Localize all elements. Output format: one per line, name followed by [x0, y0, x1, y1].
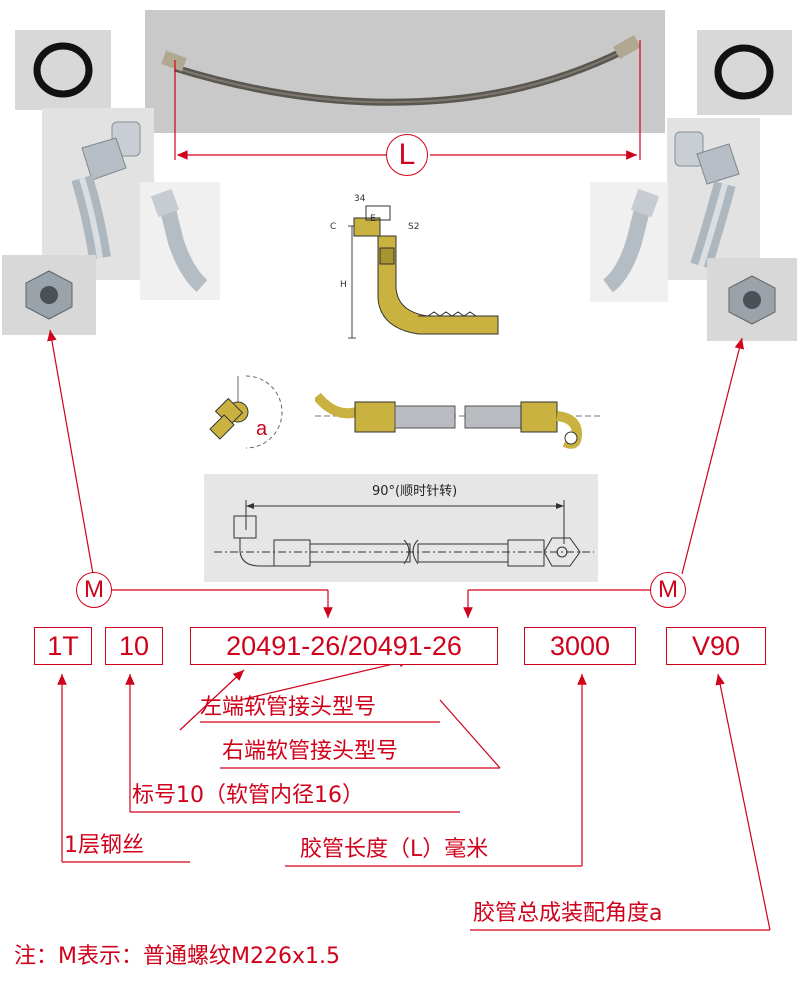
length-desc-label: 胶管长度（L）毫米 — [300, 837, 489, 862]
hose-assembly-photo — [145, 10, 665, 133]
left-fitting-label: 左端软管接头型号 — [200, 695, 377, 720]
o-ring-photo-right — [697, 30, 792, 115]
rotation-label: 90°(顺时针转) — [372, 484, 458, 499]
dim-E-label: E — [370, 214, 376, 224]
angle-symbol-drawing: a — [198, 372, 283, 452]
layers-label: 1层钢丝 — [64, 833, 144, 858]
code-length-box: 3000 — [524, 627, 636, 665]
m-marker-right: M — [650, 572, 686, 608]
length-marker: L — [386, 134, 428, 176]
dim-S2-label: S2 — [408, 222, 420, 232]
nut-photo-left — [2, 255, 96, 335]
right-fitting-label: 右端软管接头型号 — [222, 739, 399, 764]
dim-C-label: C — [330, 222, 337, 232]
fitting-section-drawing: 34 S2 C E H — [318, 188, 508, 363]
dim-H-label: H — [340, 280, 347, 290]
code-angle-box: V90 — [666, 627, 766, 665]
bent-fitting-photo-right — [590, 182, 668, 302]
bent-fitting-photo-left — [140, 182, 220, 300]
code-size-box: 10 — [105, 627, 163, 665]
code-fittings-box: 20491-26/20491-26 — [190, 627, 498, 665]
m-marker-left: M — [76, 572, 112, 608]
o-ring-photo-left — [15, 30, 111, 110]
elbow-fitting-photo-left — [42, 108, 154, 280]
thread-note: 注：M表示：普通螺纹M226x1.5 — [14, 944, 340, 969]
nut-photo-right — [707, 258, 797, 341]
rotation-drawing: 90°(顺时针转) — [204, 474, 598, 582]
angle-a-label: a — [256, 418, 268, 440]
angle-desc-label: 胶管总成装配角度a — [473, 901, 663, 926]
dim-34-label: 34 — [354, 194, 366, 204]
size-label: 标号10（软管内径16） — [132, 783, 364, 808]
elbow-fitting-photo-right — [667, 118, 760, 280]
hose-side-view-drawing — [315, 378, 605, 458]
code-layers-box: 1T — [34, 627, 92, 665]
